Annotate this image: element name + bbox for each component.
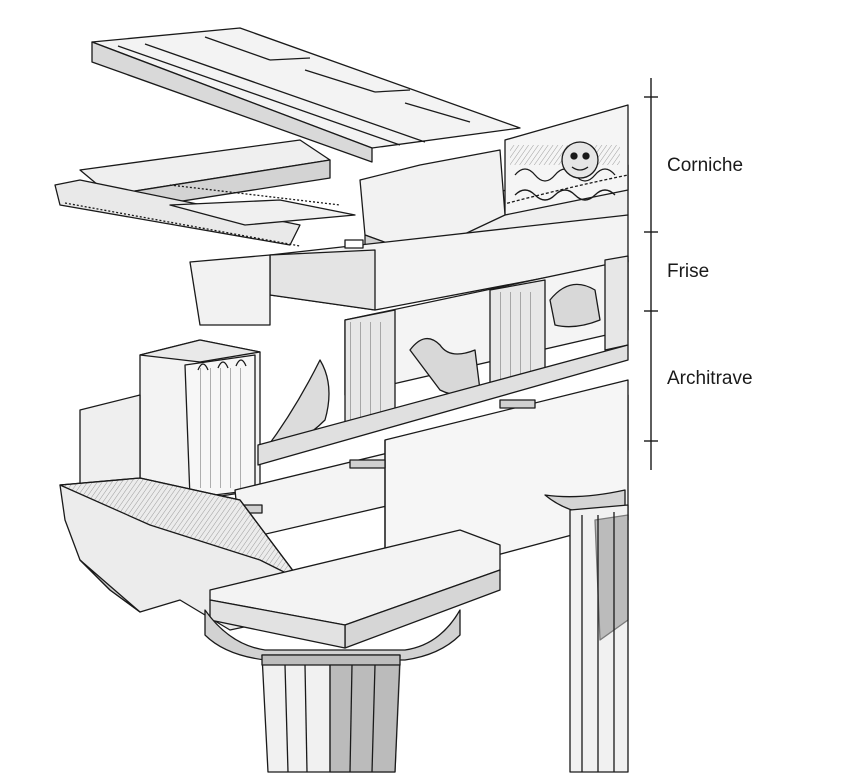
roof-tiles: [91, 27, 521, 163]
capital-echinus: [204, 609, 461, 661]
rafters: [54, 139, 356, 247]
cornice: [359, 104, 629, 276]
capital-abacus: [209, 529, 501, 649]
corner-triglyph: [139, 339, 261, 501]
label-architrave: Architrave: [667, 368, 753, 389]
section-scale-line: [644, 78, 658, 470]
rear-column: [544, 489, 629, 773]
frieze: [264, 255, 629, 456]
label-frise: Frise: [667, 261, 710, 282]
front-column: [261, 654, 401, 773]
label-corniche: Corniche: [667, 155, 744, 176]
frieze-top-block: [189, 214, 629, 326]
